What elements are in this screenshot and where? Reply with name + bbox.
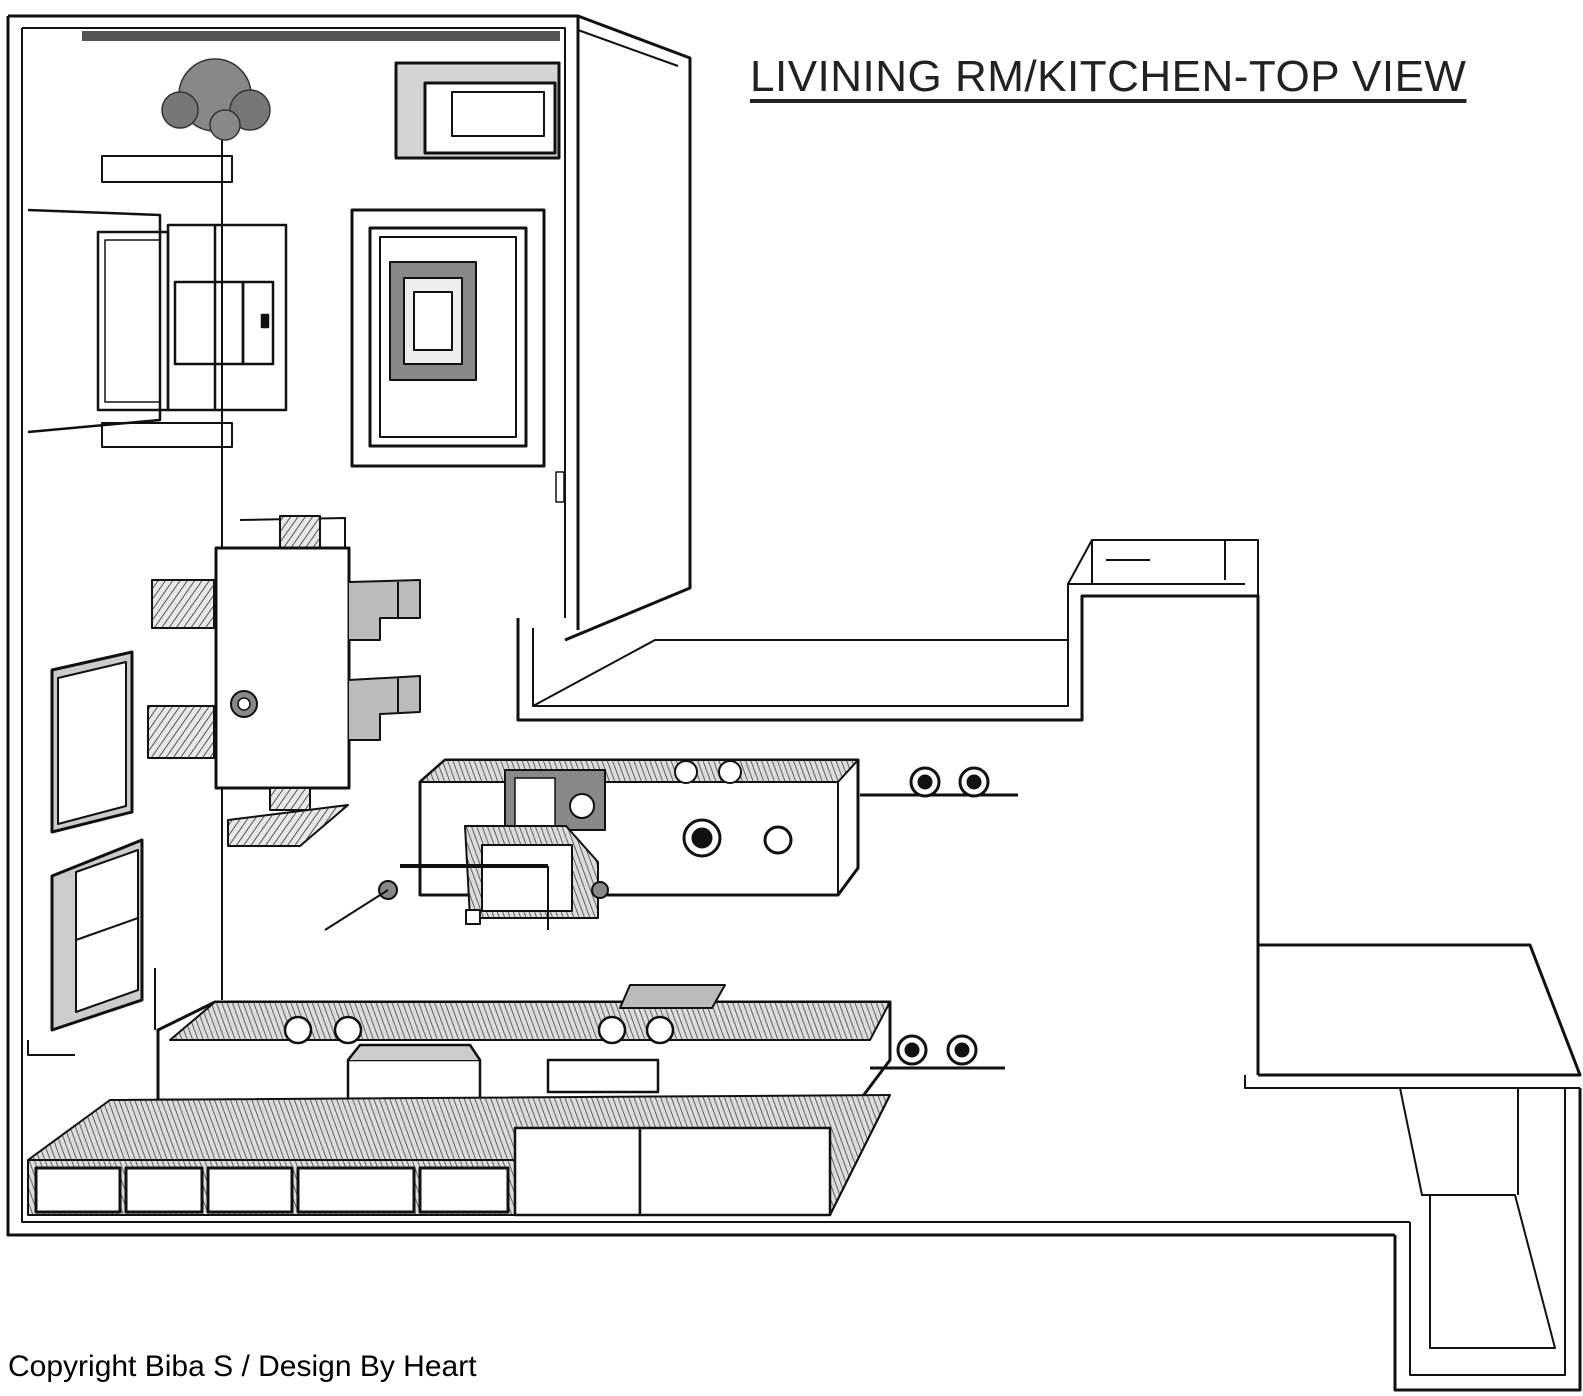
rug (350, 208, 565, 503)
bar-stools (870, 1034, 1005, 1070)
plant (161, 58, 271, 1000)
pillar-wall (564, 14, 692, 642)
oven (324, 825, 609, 931)
dining-table (214, 515, 351, 847)
copyright-notice: Copyright Biba S / Design By Heart (8, 1350, 477, 1383)
end-tables (101, 155, 233, 448)
breakfast-bar (516, 539, 1260, 1075)
sofa (27, 208, 288, 434)
framed-pictures (50, 650, 134, 834)
dining-chairs (147, 579, 421, 759)
window (27, 838, 156, 1056)
stairs (1244, 943, 1582, 1392)
counter-run (156, 984, 892, 1102)
fireplace (82, 31, 561, 160)
drawing-title: LIVINING RM/KITCHEN-TOP VIEW (750, 52, 1467, 101)
cabinets (27, 1094, 891, 1217)
